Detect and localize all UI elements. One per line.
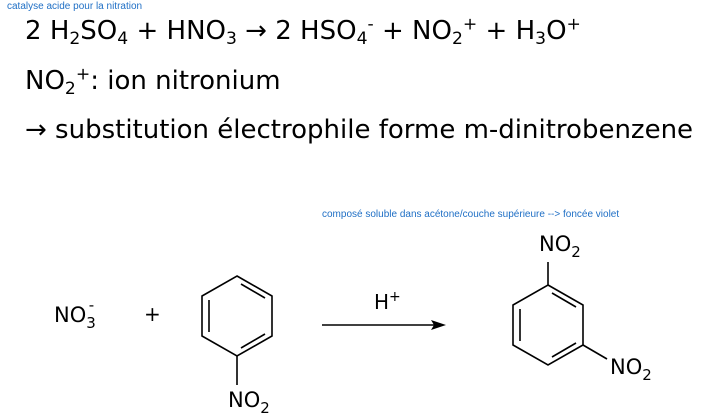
equation-line: 2 H2SO4 + HNO3 → 2 HSO4- + NO2+ + H3O+ [25,14,581,49]
h2so4: H2SO4 [49,16,129,49]
mechanism-line: → substitution électrophile forme m-dini… [25,115,694,145]
coefficient: 2 [275,16,292,46]
note-acid-catalysis: catalyse acide pour la nitration [7,1,143,12]
product-top-nitro-label: NO2 [539,232,581,261]
plus-sign: + [144,302,161,326]
product-right-nitro-label: NO2 [610,355,652,384]
catalyst-label: H+ [374,289,401,314]
nitrobenzene-ring [201,275,273,385]
note-product-solubility: composé soluble dans acétone/couche supé… [322,209,620,220]
coefficient: 2 [25,16,42,46]
nitrate-ion: NO3- [54,296,96,332]
reaction-arrow [322,320,446,330]
plus-sign: + [485,16,508,46]
h3o-ion: H3O+ [515,14,581,49]
nitro-group-label: NO2 [228,388,270,417]
hno3: HNO3 [166,16,237,49]
reaction-arrow: → [245,16,267,46]
dinitrobenzene-ring [512,262,608,366]
nitronium-line: NO2+: ion nitronium [25,64,281,99]
hso4-ion: HSO4- [300,14,374,49]
plus-sign: + [136,16,159,46]
right-nitro-bond [582,344,608,360]
no2-plus-ion: NO2+ [412,14,478,49]
plus-sign: + [381,16,404,46]
